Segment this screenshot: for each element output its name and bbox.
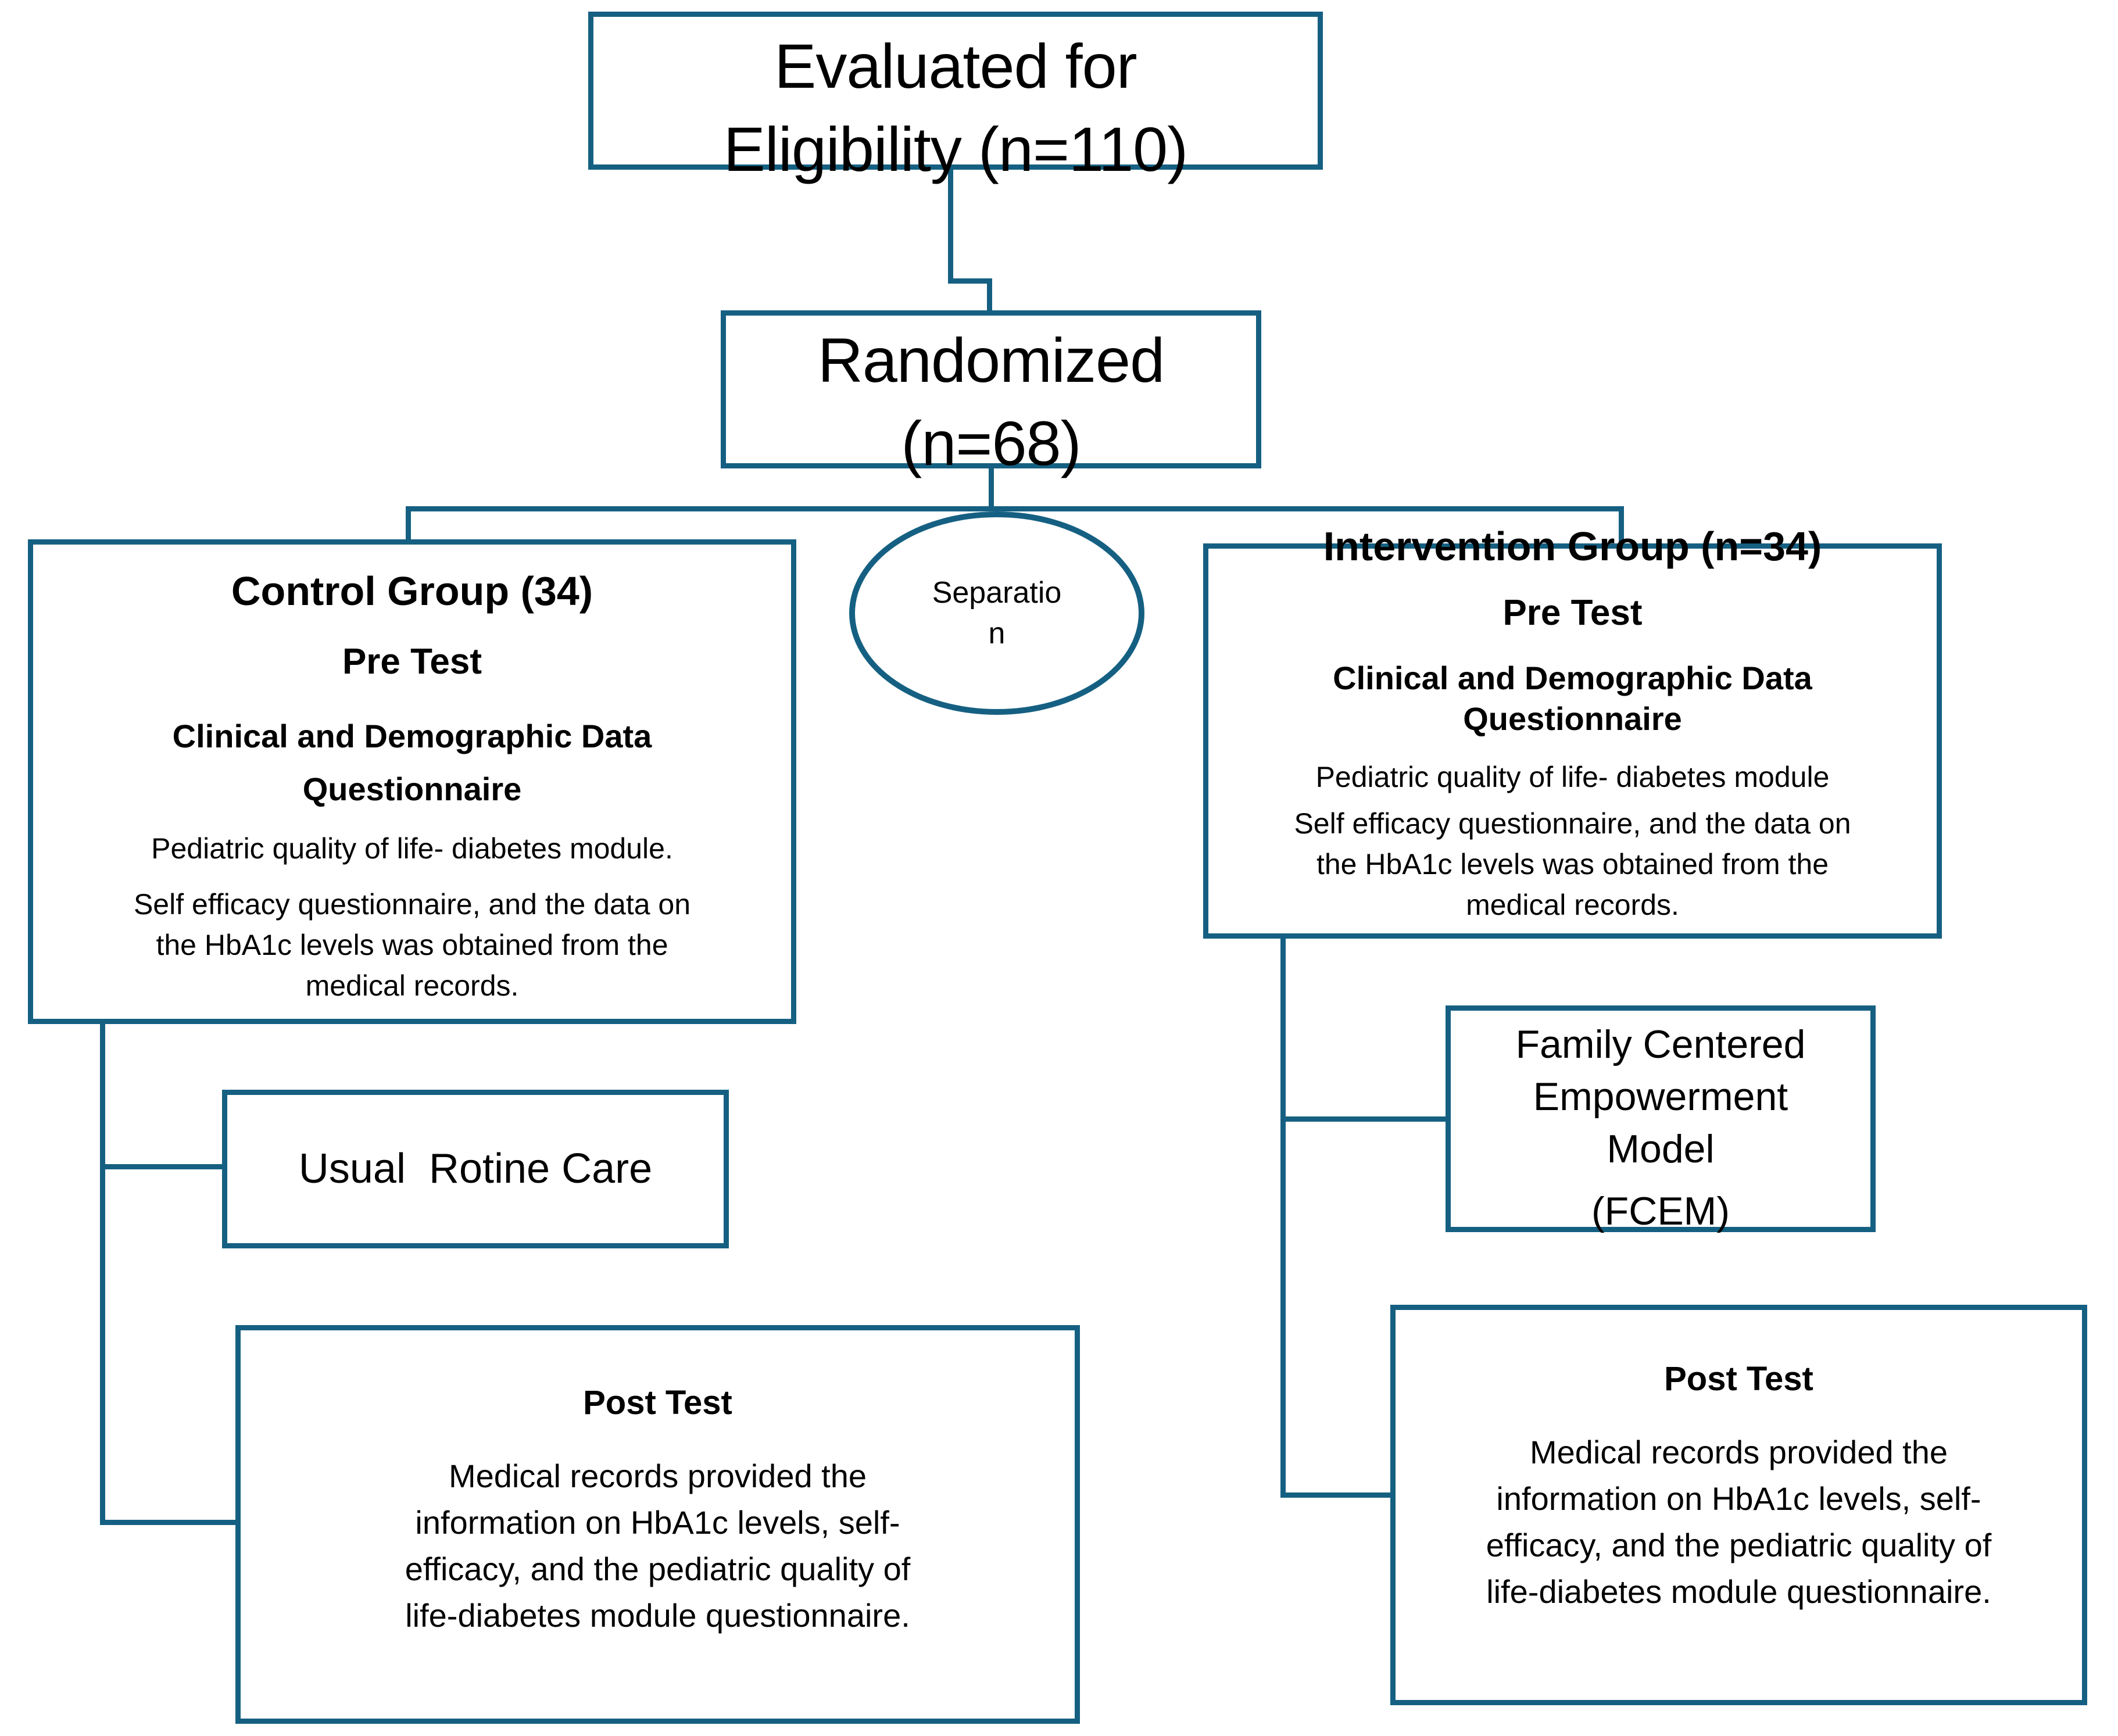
control-pretest-label: Pre Test: [342, 641, 482, 682]
usual-care-box: Usual Rotine Care: [222, 1090, 729, 1248]
connector-line: [406, 506, 411, 545]
connector-line: [948, 278, 992, 284]
connector-line: [948, 170, 953, 281]
control-posttest-title: Post Test: [583, 1384, 732, 1422]
separation-ellipse: Separatio n: [849, 511, 1144, 715]
control-body-1: Pediatric quality of life- diabetes modu…: [151, 832, 673, 865]
connector-line: [989, 468, 994, 511]
randomized-box: Randomized (n=68): [721, 310, 1261, 478]
eligibility-label: Evaluated for Eligibility (n=110): [723, 31, 1188, 184]
control-body-2: Self efficacy questionnaire, and the dat…: [133, 888, 691, 1003]
connector-line: [100, 1164, 225, 1169]
control-instruments: Clinical and Demographic Data Questionna…: [172, 717, 652, 807]
branch-line: [406, 506, 1624, 511]
connector-line: [100, 1024, 105, 1525]
randomized-label: Randomized (n=68): [817, 325, 1165, 478]
intervention-posttest-box: Post Test Medical records provided the i…: [1390, 1305, 2087, 1705]
intervention-posttest-title: Post Test: [1664, 1360, 1813, 1398]
connector-line: [1280, 1492, 1396, 1498]
control-posttest-box: Post Test Medical records provided the i…: [235, 1325, 1080, 1724]
usual-care-label: Usual Rotine Care: [298, 1146, 653, 1193]
connector-line: [100, 1520, 241, 1525]
intervention-posttest-body: Medical records provided the information…: [1486, 1433, 1992, 1610]
intervention-pretest-label: Pre Test: [1502, 592, 1643, 633]
eligibility-box: Evaluated for Eligibility (n=110): [588, 12, 1323, 184]
intervention-group-box: Intervention Group (n=34) Pre Test Clini…: [1203, 524, 1942, 939]
control-posttest-body: Medical records provided the information…: [405, 1457, 911, 1634]
connector-line: [1619, 506, 1624, 549]
connector-line: [987, 278, 992, 316]
connector-line: [1280, 1116, 1451, 1122]
fcem-caption: (FCEM): [1591, 1189, 1730, 1234]
separation-label: Separatio n: [932, 575, 1062, 650]
intervention-group-title: Intervention Group (n=34): [1323, 524, 1822, 569]
intervention-body-1: Pediatric quality of life- diabetes modu…: [1315, 760, 1830, 793]
fcem-label: Family Centered Empowerment Model: [1515, 1022, 1806, 1171]
control-group-title: Control Group (34): [231, 568, 593, 614]
intervention-body-2: Self efficacy questionnaire, and the dat…: [1294, 807, 1851, 921]
intervention-instruments: Clinical and Demographic Data Questionna…: [1333, 659, 1812, 737]
control-group-box: Control Group (34) Pre Test Clinical and…: [28, 539, 796, 1024]
connector-line: [1280, 939, 1286, 1498]
fcem-box: Family Centered Empowerment Model (FCEM): [1446, 1005, 1876, 1233]
